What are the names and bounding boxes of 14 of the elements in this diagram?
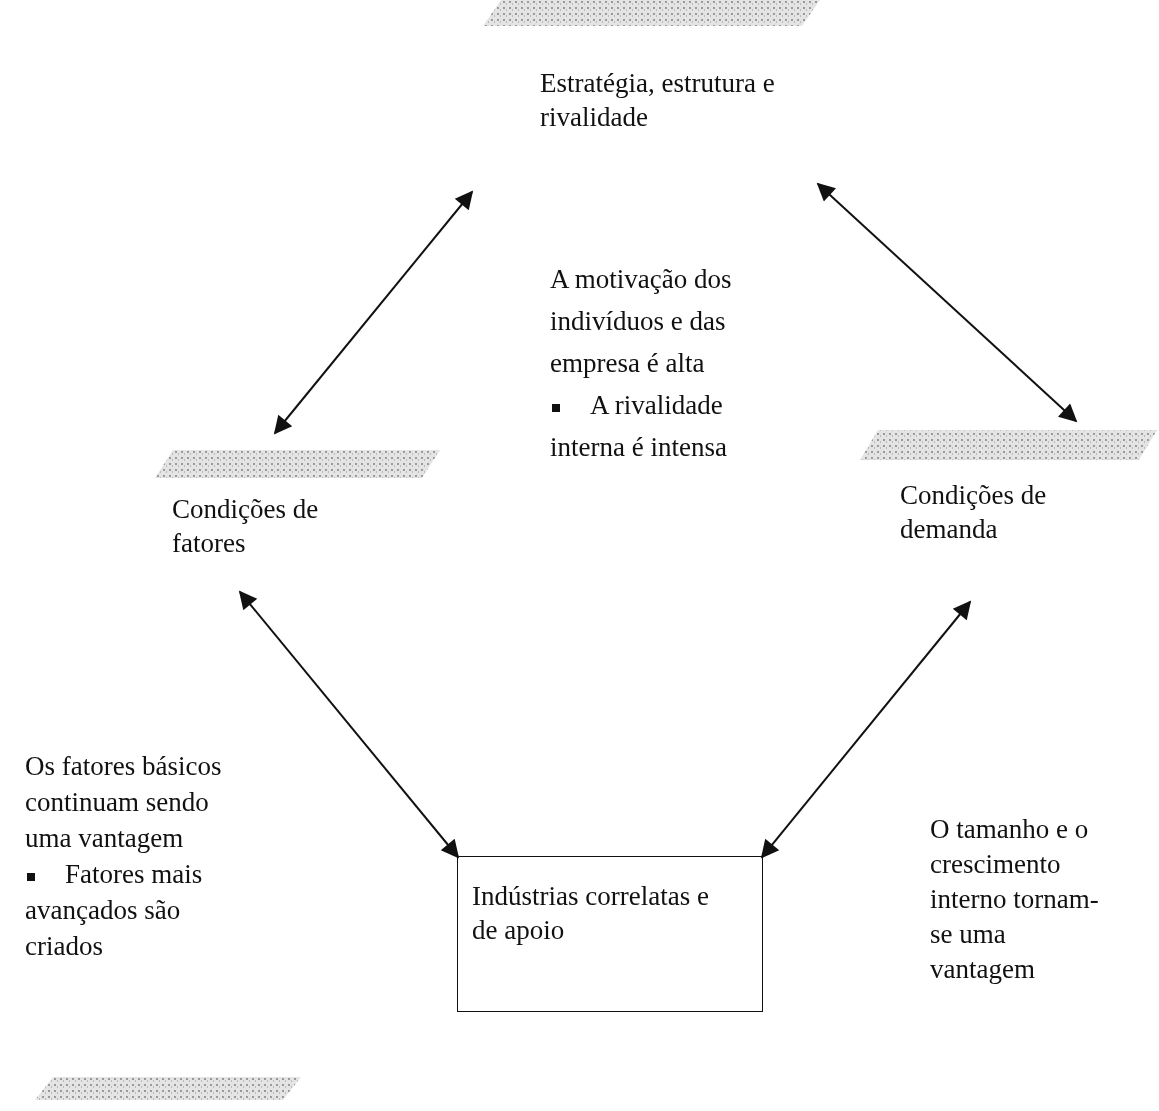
node-label: Condições de demanda [900, 479, 1048, 546]
double-arrow [273, 190, 474, 435]
annotation-text: A motivação dos indivíduos e das empresa é alta [550, 263, 733, 380]
process-box [457, 856, 763, 1012]
annotation-text: Fatores mais avançados são criados [25, 858, 204, 963]
double-arrow [238, 590, 460, 859]
annotation-text: O tamanho e o crescimento interno tornam-se uma vantagem [930, 813, 1100, 986]
annotation-text: A rivalidade interna é intensa [550, 389, 728, 464]
node-label: Condições de fatores [172, 493, 320, 560]
annotation-text: Os fatores básicos continuam sendo uma vantagem [25, 750, 223, 855]
double-arrow [760, 600, 972, 859]
double-arrow [816, 182, 1078, 423]
node-label: Indústrias correlatas e de apoio [472, 880, 710, 947]
node-label: Estratégia, estrutura e rivalidade [540, 67, 776, 134]
